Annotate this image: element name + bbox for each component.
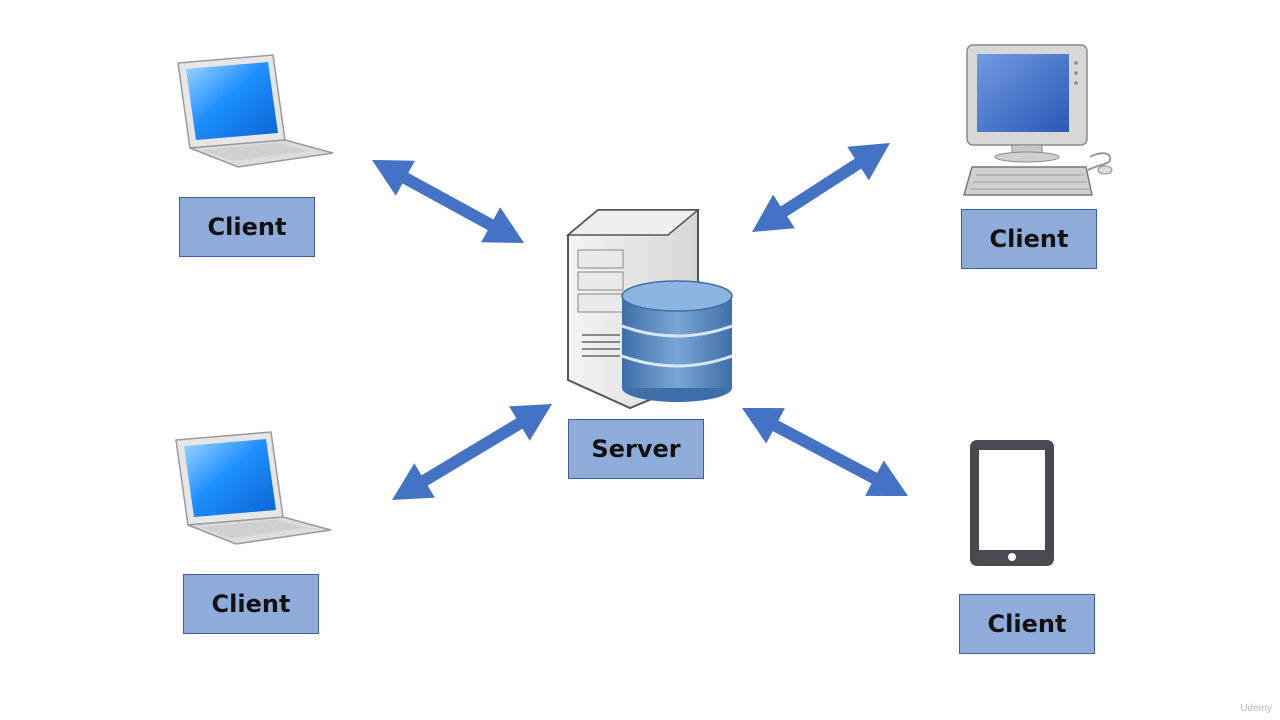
client-label-top-right: Client <box>961 209 1097 269</box>
client-label-bottom-left: Client <box>183 574 319 634</box>
tablet-icon <box>970 440 1054 566</box>
client-label-top-left: Client <box>179 197 315 257</box>
arrow-server-client-top-right <box>752 143 890 232</box>
database-icon <box>621 280 733 402</box>
server-label: Server <box>568 419 704 479</box>
udemy-watermark: Udemy <box>1240 703 1272 714</box>
arrow-server-client-bottom-left <box>392 404 552 500</box>
arrow-server-client-top-left <box>372 160 524 243</box>
client-label-bottom-right: Client <box>959 594 1095 654</box>
laptop-icon <box>177 54 334 168</box>
desktop-computer-icon <box>963 44 1113 196</box>
arrow-server-client-bottom-right <box>742 408 908 496</box>
laptop-icon <box>175 431 332 545</box>
